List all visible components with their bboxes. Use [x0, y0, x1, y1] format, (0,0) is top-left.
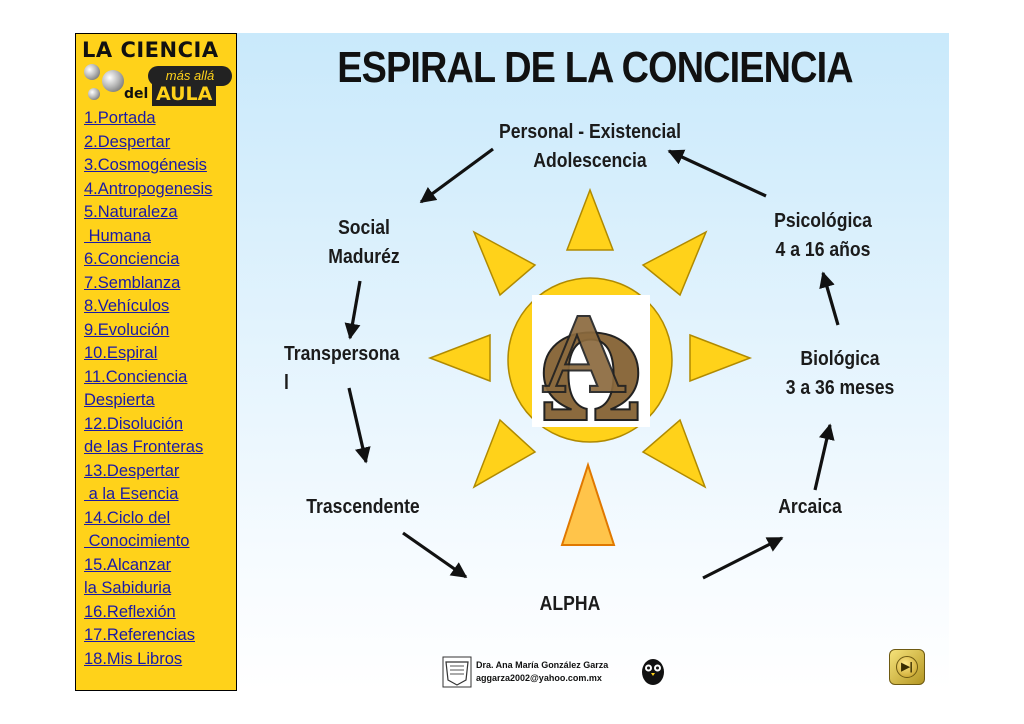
menu-item-conciencia-despierta[interactable]: 11.Conciencia — [84, 367, 188, 386]
stage-transpersonal: Transpersona l — [284, 343, 400, 394]
omega-glyph: Ω — [538, 309, 643, 448]
stage-personal-existencial: Personal - Existencial Adolescencia — [499, 121, 681, 172]
menu-item-despertar[interactable]: 2.Despertar — [84, 132, 171, 151]
sun-ray — [641, 230, 708, 297]
arrow-transpersonal-to-trascendente — [347, 387, 371, 464]
logo-text-1: LA CIENCIA — [82, 38, 219, 62]
ball-icon — [88, 88, 100, 100]
menu-item-disolucion-2[interactable]: de las Fronteras — [84, 438, 204, 456]
ball-icon — [84, 64, 100, 80]
menu-item-despertar-esencia-2[interactable]: a la Esencia — [84, 485, 179, 503]
menu-item-alcanzar-2[interactable]: la Sabiduria — [84, 579, 172, 597]
alpha-glyph: A — [543, 294, 626, 417]
menu-item-conciencia[interactable]: 6.Conciencia — [84, 250, 180, 268]
menu-item-cosmogenesis[interactable]: 3.Cosmogénesis — [84, 156, 207, 174]
menu-item-vehiculos[interactable]: 8.Vehículos — [84, 297, 170, 315]
arrow-personal-to-social — [419, 147, 494, 204]
symbol-panel — [532, 295, 650, 427]
stage-psicologica: Psicológica 4 a 16 años — [774, 210, 872, 261]
menu-item-disolucion[interactable]: 12.Disolución — [84, 414, 184, 433]
menu-item-espiral[interactable]: 10.Espiral — [84, 344, 158, 362]
footer-email[interactable]: aggarza2002@yahoo.com.mx — [476, 673, 602, 683]
menu-item-naturaleza[interactable]: 5.Naturaleza — [84, 203, 178, 221]
page-title: ESPIRAL DE LA CONCIENCIA — [337, 43, 853, 92]
menu-item-evolucion[interactable]: 9.Evolución — [84, 320, 170, 339]
skip-next-icon: ▶| — [896, 656, 918, 678]
menu-item-reflexion[interactable]: 16.Reflexión — [84, 602, 176, 621]
nav-menu: 1.Portada 2.Despertar 3.Cosmogénesis 4.A… — [84, 107, 212, 671]
ball-icon — [102, 70, 124, 92]
sun-ray — [565, 187, 615, 251]
menu-item-ciclo[interactable]: 14.Ciclo del — [84, 508, 171, 527]
arrow-alpha-to-arcaica — [702, 536, 784, 580]
menu-item-semblanza[interactable]: 7.Semblanza — [84, 273, 181, 292]
next-slide-button[interactable]: ▶| — [889, 649, 925, 685]
stage-trascendente: Trascendente — [306, 496, 420, 518]
menu-item-referencias[interactable]: 17.Referencias — [84, 626, 195, 644]
stage-biologica: Biológica 3 a 36 meses — [785, 348, 895, 399]
sun-ray — [472, 418, 537, 489]
logo-text-3: del — [124, 86, 149, 102]
menu-item-despertar-esencia[interactable]: 13.Despertar — [84, 461, 180, 480]
arrow-social-to-transpersonal — [344, 280, 362, 340]
menu-item-mis-libros[interactable]: 18.Mis Libros — [84, 649, 183, 668]
alpha-omega-symbol: Ω A — [537, 293, 644, 449]
arrow-psicologica-to-personal — [667, 149, 767, 198]
menu-item-alcanzar[interactable]: 15.Alcanzar — [84, 555, 172, 574]
arrow-arcaica-to-biologica — [813, 423, 835, 491]
sun-ray-alpha — [560, 461, 616, 546]
arrow-biologica-to-psicologica — [819, 271, 840, 326]
stage-social: Social Maduréz — [328, 217, 400, 268]
logo-text-2: más allá — [148, 66, 232, 86]
stage-alpha: ALPHA — [539, 593, 601, 615]
menu-item-portada[interactable]: 1.Portada — [84, 109, 156, 127]
stage-arcaica: Arcaica — [778, 496, 842, 518]
sun-rays — [427, 187, 753, 546]
footer-author: Dra. Ana María González Garza — [476, 660, 609, 670]
menu-item-conciencia-despierta-2[interactable]: Despierta — [84, 391, 155, 409]
logo-text-4: AULA — [152, 82, 217, 106]
menu-item-ciclo-2[interactable]: Conocimiento — [84, 532, 190, 550]
menu-item-naturaleza-2[interactable]: Humana — [84, 226, 151, 245]
sun-ray — [472, 230, 537, 297]
sun-ray — [689, 333, 753, 383]
owl-logo-icon — [642, 659, 664, 685]
menu-item-antropogenesis[interactable]: 4.Antropogenesis — [84, 179, 213, 198]
sun-ray — [427, 333, 491, 383]
sun-ray — [641, 418, 707, 489]
sidebar: LA CIENCIA más allá del AULA 1.Portada 2… — [75, 33, 237, 691]
footer: Dra. Ana María González Garza aggarza200… — [440, 656, 670, 690]
cycle-arrows — [344, 147, 840, 580]
arrow-trascendente-to-alpha — [402, 531, 468, 579]
unam-seal-icon — [442, 656, 472, 688]
logo[interactable]: LA CIENCIA más allá del AULA — [80, 38, 234, 110]
